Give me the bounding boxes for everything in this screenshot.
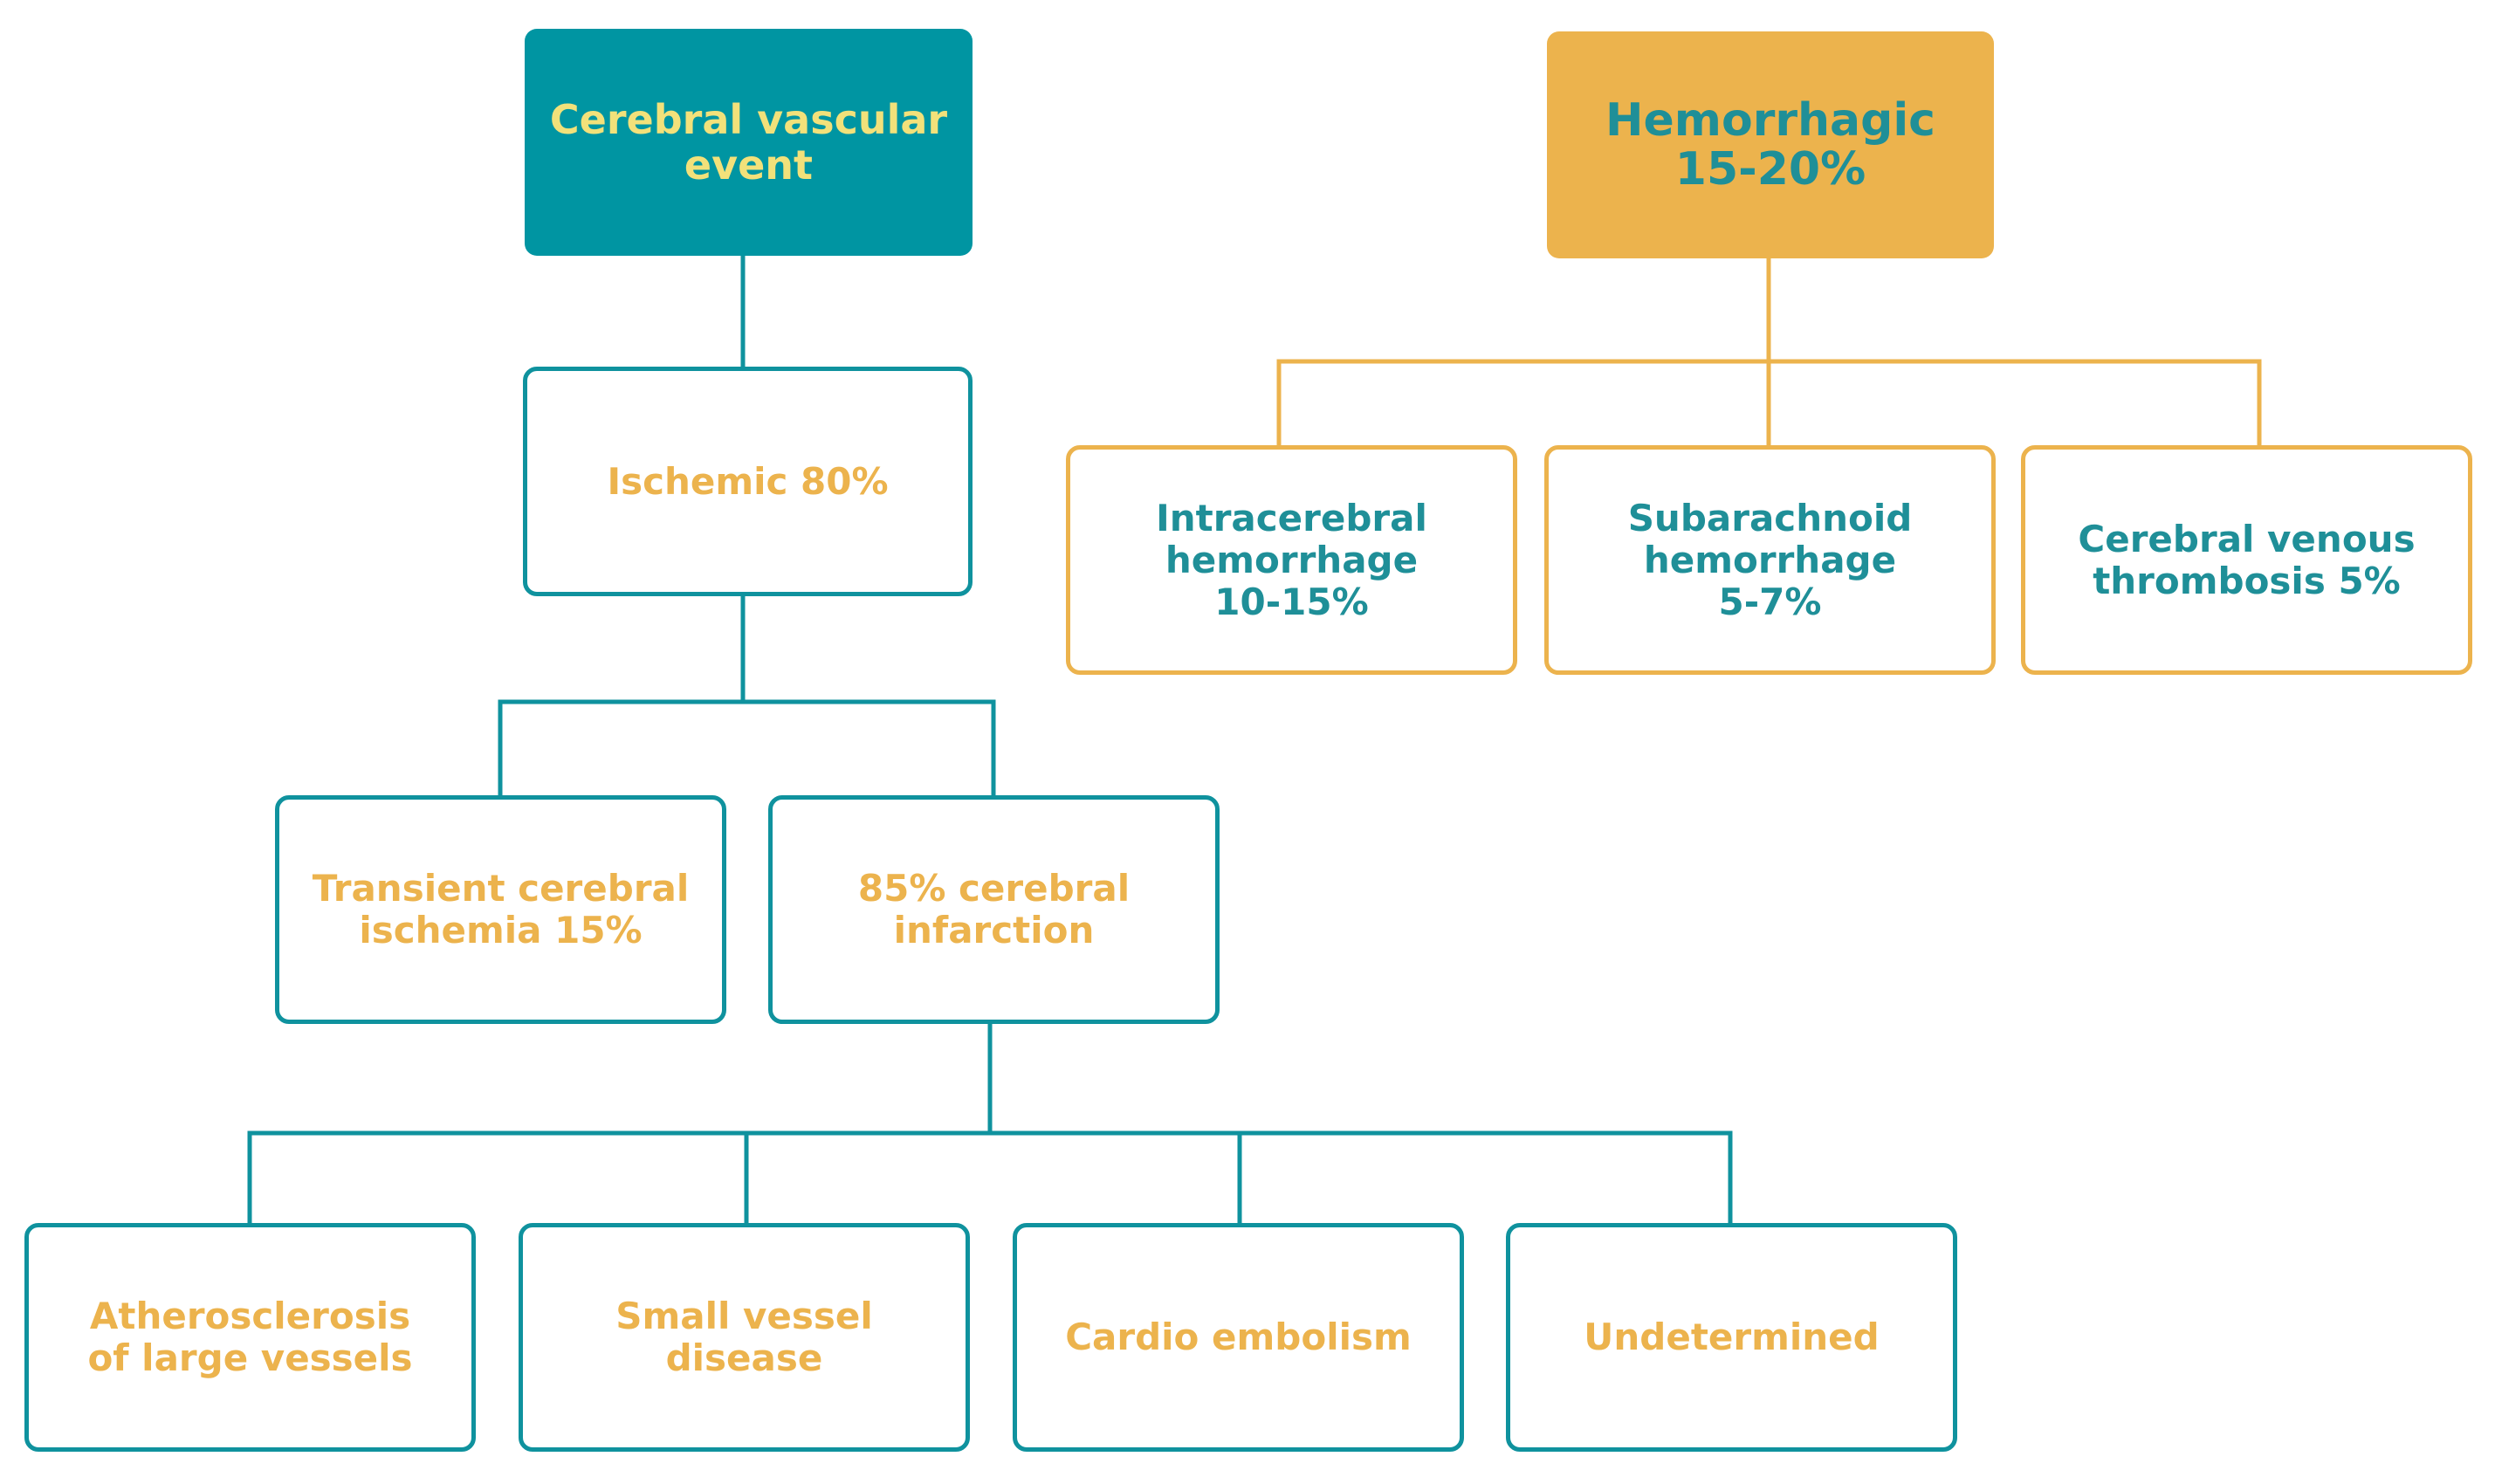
node-cerebral-vascular-event-label: Cerebral vascular event xyxy=(549,96,948,189)
node-cerebral-infarction-label: 85% cerebral infarction xyxy=(857,867,1131,952)
node-subarachnoid-hemorrhage-label: Subarachnoid hemorrhage 5-7% xyxy=(1627,496,1913,623)
node-cardio-embolism-label: Cardio embolism xyxy=(1065,1316,1412,1358)
node-intracerebral-hemorrhage-label: Intracerebral hemorrhage 10-15% xyxy=(1156,496,1427,623)
node-hemorrhagic-label: Hemorrhagic 15-20% xyxy=(1605,94,1935,196)
node-cerebral-venous-thrombosis-label: Cerebral venous thrombosis 5% xyxy=(2078,517,2416,602)
node-atherosclerosis: Atherosclerosis of large vessels xyxy=(24,1223,476,1452)
node-cerebral-vascular-event: Cerebral vascular event xyxy=(525,29,973,256)
node-ischemic: Ischemic 80% xyxy=(523,367,973,596)
node-undetermined: Undetermined xyxy=(1506,1223,1957,1452)
node-small-vessel-disease-label: Small vessel disease xyxy=(615,1295,873,1379)
node-cerebral-venous-thrombosis: Cerebral venous thrombosis 5% xyxy=(2021,445,2472,675)
node-subarachnoid-hemorrhage: Subarachnoid hemorrhage 5-7% xyxy=(1544,445,1996,675)
node-transient-ischemia: Transient cerebral ischemia 15% xyxy=(275,795,726,1024)
node-transient-ischemia-label: Transient cerebral ischemia 15% xyxy=(312,867,690,952)
node-small-vessel-disease: Small vessel disease xyxy=(519,1223,970,1452)
node-hemorrhagic: Hemorrhagic 15-20% xyxy=(1547,31,1994,258)
node-cerebral-infarction: 85% cerebral infarction xyxy=(768,795,1220,1024)
node-undetermined-label: Undetermined xyxy=(1584,1316,1880,1358)
node-ischemic-label: Ischemic 80% xyxy=(607,459,889,503)
node-intracerebral-hemorrhage: Intracerebral hemorrhage 10-15% xyxy=(1066,445,1517,675)
node-atherosclerosis-label: Atherosclerosis of large vessels xyxy=(87,1295,413,1379)
node-cardio-embolism: Cardio embolism xyxy=(1013,1223,1464,1452)
